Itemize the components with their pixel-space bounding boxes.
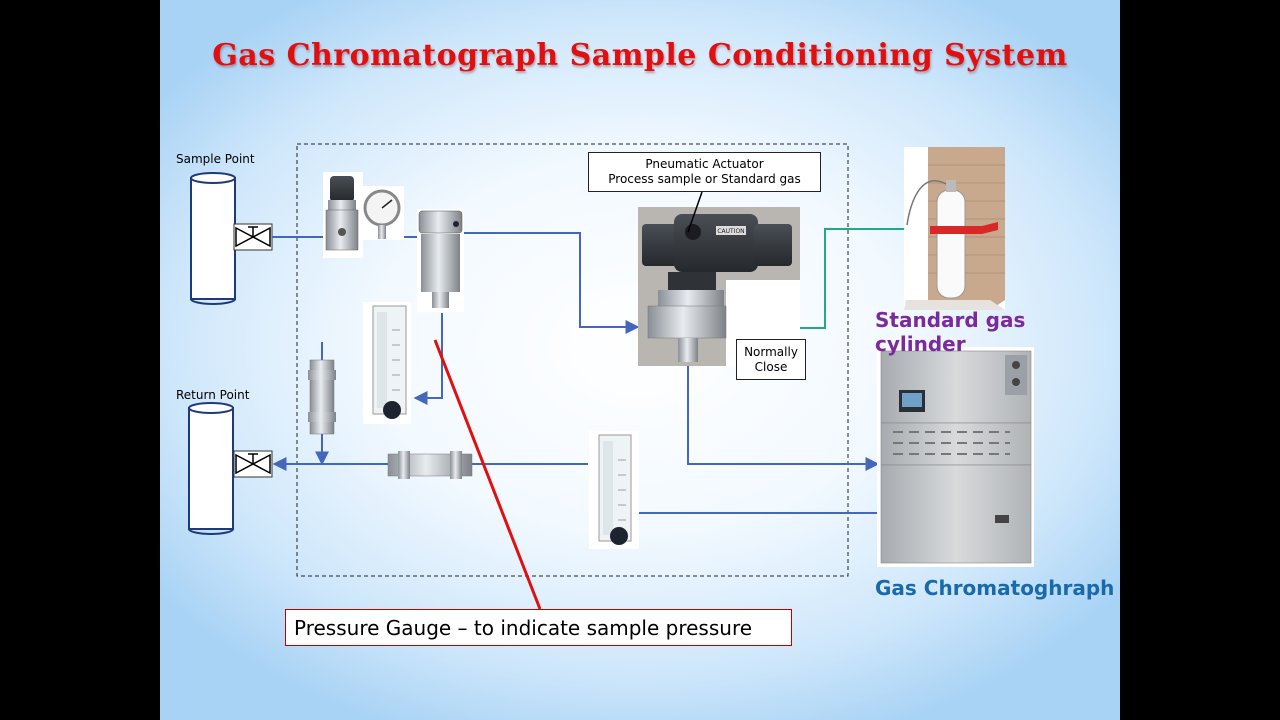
pressure-gauge-icon — [362, 186, 404, 240]
normally-close-line2: Close — [754, 360, 788, 374]
gas-chromatograph-icon — [877, 347, 1034, 567]
return-point-vessel — [188, 402, 234, 535]
standard-gas-cylinder-label: Standard gas cylinder — [875, 308, 1026, 356]
actuator-pointer — [687, 191, 703, 233]
pressure-gauge-callout-line — [433, 339, 542, 610]
return-point-label: Return Point — [176, 388, 250, 402]
gas-chromatograph-label: Gas Chromatoghraph — [875, 576, 1115, 600]
pressure-gauge-callout: Pressure Gauge – to indicate sample pres… — [285, 609, 792, 646]
return-valve-icon — [233, 450, 273, 478]
actuator-label-line2: Process sample or Standard gas — [608, 172, 801, 186]
standard-gas-cylinder-icon — [904, 147, 1005, 310]
slide: Gas Chromatograph Sample Conditioning Sy… — [160, 0, 1120, 720]
pneumatic-actuator-icon: CAUTION — [638, 207, 800, 366]
sample-point-label: Sample Point — [176, 152, 255, 166]
actuator-label-box: Pneumatic Actuator Process sample or Sta… — [588, 152, 821, 192]
sample-piping — [272, 232, 880, 520]
normally-close-line1: Normally — [744, 345, 798, 359]
sample-point-vessel — [190, 172, 236, 305]
check-valve-vertical-icon — [308, 359, 336, 435]
normally-close-box: Normally Close — [736, 339, 806, 380]
slide-title: Gas Chromatograph Sample Conditioning Sy… — [212, 38, 1068, 73]
actuator-label-line1: Pneumatic Actuator — [645, 157, 764, 171]
rotameter-1-icon — [363, 302, 411, 424]
check-valve-horizontal-icon — [387, 451, 473, 479]
pressure-regulator-icon — [323, 172, 363, 258]
rotameter-2-icon — [589, 431, 639, 549]
conditioning-enclosure — [296, 143, 849, 577]
caution-tag: CAUTION — [717, 228, 744, 235]
process-diagram: CAUTION — [188, 143, 1034, 610]
filter-icon — [417, 209, 464, 312]
sample-valve-icon — [233, 223, 273, 251]
